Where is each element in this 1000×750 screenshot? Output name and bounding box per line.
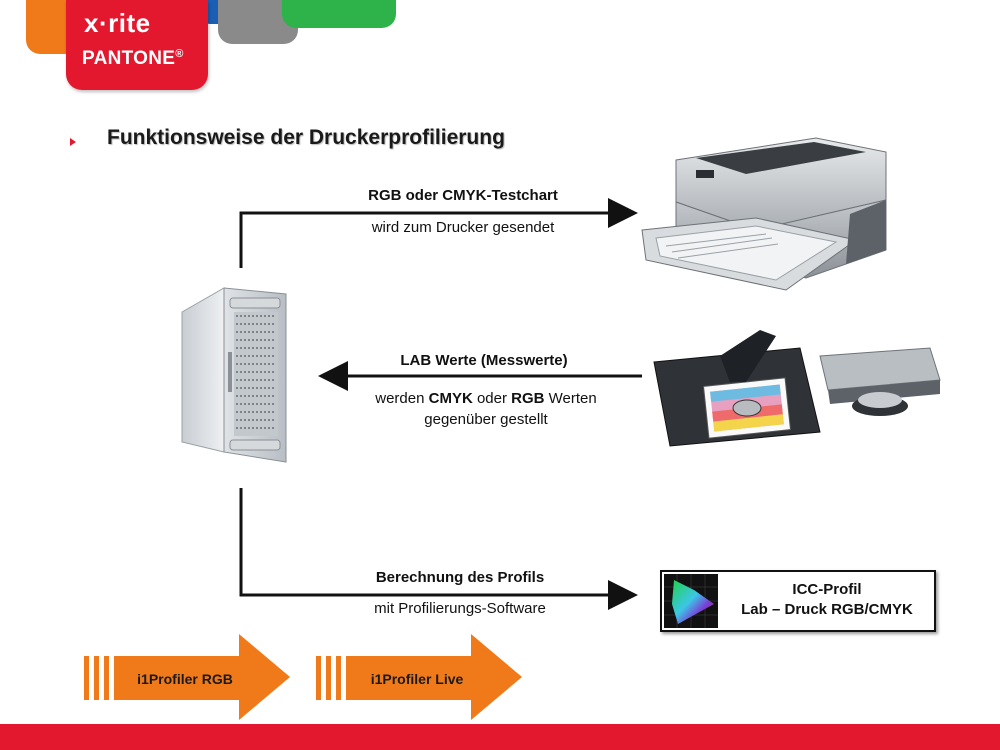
xrite-pantone-logo: x·rite PANTONE® (66, 0, 208, 90)
flow-profile-sub: mit Profilierungs-Software (374, 600, 546, 617)
spectrophotometer-icon (653, 330, 941, 447)
printer-icon (641, 137, 887, 291)
flow-lab-sub-part: oder (472, 390, 512, 407)
color-gamut-icon (664, 574, 718, 628)
flow-lab-sub-part: Werten (544, 390, 597, 407)
header-tab-green (282, 0, 396, 28)
flow-testchart-heading: RGB oder CMYK-Testchart (368, 187, 558, 204)
product-arrow-live (316, 634, 522, 720)
flow-lab-rgb: RGB (511, 390, 545, 407)
xrite-logo-text: x·rite (84, 8, 151, 38)
icc-profile-subtitle: Lab – Druck RGB/CMYK (741, 601, 913, 618)
product-i1profiler-rgb: i1Profiler RGB (137, 671, 233, 687)
icc-profile-title: ICC-Profil (792, 581, 862, 598)
page-title: Funktionsweise der Druckerprofilierung (107, 126, 505, 149)
product-arrow-rgb (84, 634, 290, 720)
footer-bar (0, 724, 1000, 750)
arrow-to-printer (239, 198, 638, 268)
arrow-to-icc-profile (239, 488, 638, 610)
icc-profile-box: ICC-Profil Lab – Druck RGB/CMYK (660, 570, 936, 632)
title-bullet-icon (70, 138, 76, 146)
flow-lab-sub-part: werden (375, 390, 429, 407)
computer-tower-icon (181, 287, 287, 463)
flow-profile-heading: Berechnung des Profils (375, 569, 545, 586)
flow-lab-sub-line2: gegenüber gestellt (424, 411, 548, 428)
flow-lab-cmyk: CMYK (428, 390, 473, 407)
flow-testchart-sub: wird zum Drucker gesendet (371, 219, 555, 236)
flow-lab-heading: LAB Werte (Messwerte) (400, 352, 568, 369)
pantone-logo-text: PANTONE® (82, 48, 184, 69)
product-i1profiler-live: i1Profiler Live (370, 671, 464, 687)
flow-lab-sub: werden CMYK oder RGB Werten (346, 390, 626, 407)
